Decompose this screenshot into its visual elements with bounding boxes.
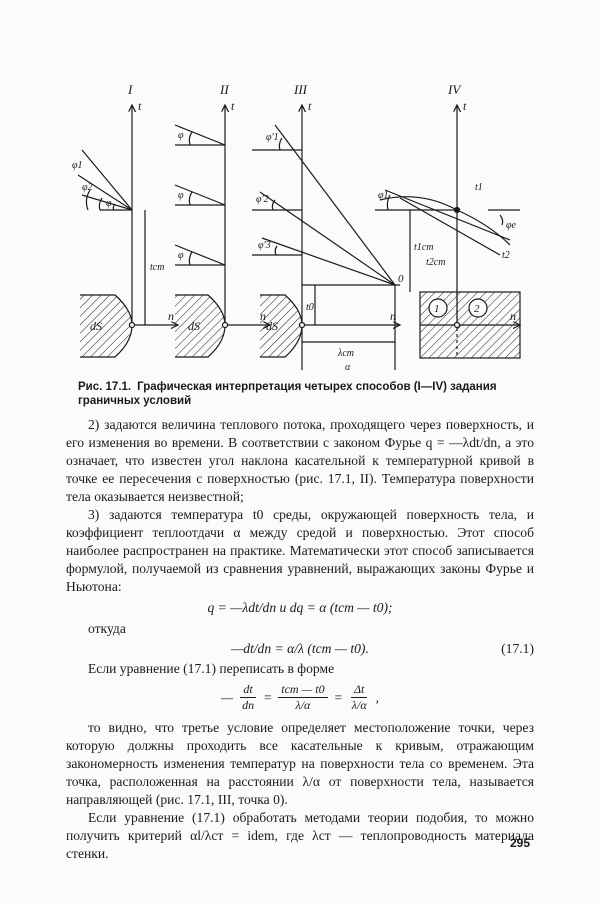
ds-label-iii: dS bbox=[266, 319, 278, 333]
phi3p-label: φ'3 bbox=[258, 240, 271, 251]
panel-label-i: I bbox=[127, 82, 133, 97]
panel-label-iii: III bbox=[293, 82, 308, 97]
phi2-label: φ2 bbox=[82, 182, 93, 193]
axis-n-label-iii: n bbox=[390, 309, 396, 323]
phi-label-ii-2: φ bbox=[178, 190, 184, 201]
frac-den-1: dn bbox=[242, 698, 255, 712]
equation-number: (17.1) bbox=[501, 641, 534, 656]
t2cm-label: t2cm bbox=[426, 257, 445, 268]
fraction-tst-t0: tст — t0 λ/α bbox=[278, 682, 328, 713]
t2-label: t2 bbox=[502, 250, 510, 261]
phi1p-label: φ'1 bbox=[266, 132, 279, 143]
tcm-label-i: tcm bbox=[150, 262, 164, 273]
axis-n-label-i: n bbox=[168, 309, 174, 323]
frac-lead: — bbox=[220, 689, 234, 705]
paragraph-2: 2) задаются величина теплового потока, п… bbox=[66, 417, 534, 504]
region-2-label: 2 bbox=[474, 303, 480, 315]
point-0-label: 0 bbox=[398, 273, 404, 285]
panel-label-ii: II bbox=[219, 82, 229, 97]
otkuda-text: откуда bbox=[88, 621, 126, 636]
fraction-delta-t: Δt λ/α bbox=[349, 682, 370, 713]
phi-label-i: φ bbox=[106, 198, 112, 209]
page-number: 295 bbox=[510, 836, 531, 850]
axis-n-label-ii: n bbox=[260, 309, 266, 323]
panel-iv bbox=[375, 105, 520, 359]
formula-17-1-row: —dt/dn = α/λ (tст — t0). (17.1) bbox=[66, 638, 534, 660]
phi-label-ii-1: φ bbox=[178, 130, 184, 141]
caption-number: Рис. 17.1. bbox=[78, 381, 132, 393]
panel-label-iv: IV bbox=[447, 82, 462, 97]
caption-text: Графическая интерпретация четырех способ… bbox=[78, 381, 497, 407]
figure-17-1: I II III IV t t t t n n n n dS dS dS φ1 … bbox=[70, 80, 540, 380]
phi-e-label: φe bbox=[506, 220, 517, 231]
axis-t-label-ii: t bbox=[231, 99, 235, 113]
frac-num-2: tст — t0 bbox=[278, 682, 328, 698]
panel-ii bbox=[174, 105, 270, 358]
panel-i bbox=[77, 105, 178, 358]
axis-t-label-iii: t bbox=[308, 99, 312, 113]
alpha-label: α bbox=[345, 362, 351, 373]
figure-caption: Рис. 17.1.Графическая интерпретация четы… bbox=[78, 380, 534, 408]
phi2p-label: φ'2 bbox=[256, 194, 269, 205]
t1-label: t1 bbox=[475, 182, 483, 193]
frac-num-3: Δt bbox=[351, 682, 368, 698]
t1cm-label: t1cm bbox=[414, 242, 433, 253]
body-text: 2) задаются величина теплового потока, п… bbox=[66, 416, 534, 863]
frac-tail: , bbox=[375, 689, 380, 705]
axis-n-label-iv: n bbox=[510, 309, 516, 323]
panel-iii bbox=[252, 105, 400, 370]
formula-17-1: —dt/dn = α/λ (tст — t0). bbox=[231, 641, 369, 656]
ds-label-ii: dS bbox=[188, 319, 200, 333]
region-1-label: 1 bbox=[434, 303, 440, 315]
frac-eq-1: = bbox=[263, 689, 273, 705]
frac-eq-2: = bbox=[333, 689, 343, 705]
phi1-label-iv: φ1 bbox=[378, 190, 389, 201]
paragraph-3: 3) задаются температура t0 среды, окружа… bbox=[66, 507, 534, 594]
phi1-label: φ1 bbox=[72, 160, 83, 171]
fraction-dt-dn: dt dn bbox=[239, 682, 257, 713]
ds-label-i: dS bbox=[90, 319, 102, 333]
axis-t-label-i: t bbox=[138, 99, 142, 113]
lambda-cm-label: λcm bbox=[337, 348, 354, 359]
frac-num-1: dt bbox=[240, 682, 256, 698]
frac-den-3: λ/α bbox=[351, 698, 367, 712]
paragraph-directing-point: то видно, что третье условие определяет … bbox=[66, 720, 534, 807]
paragraph-similarity: Если уравнение (17.1) обработать методам… bbox=[66, 810, 534, 861]
axis-t-label-iv: t bbox=[463, 99, 467, 113]
phi-label-ii-3: φ bbox=[178, 250, 184, 261]
boundary-conditions-diagram: I II III IV t t t t n n n n dS dS dS φ1 … bbox=[72, 82, 540, 373]
frac-den-2: λ/α bbox=[295, 698, 311, 712]
fraction-formula: — dt dn = tст — t0 λ/α = Δt λ/α , bbox=[66, 682, 534, 713]
formula-fourier-newton: q = —λdt/dn и dq = α (tст — t0); bbox=[207, 600, 393, 615]
t0-label: t0 bbox=[306, 302, 314, 313]
paragraph-rewrite: Если уравнение (17.1) переписать в форме bbox=[88, 661, 335, 676]
